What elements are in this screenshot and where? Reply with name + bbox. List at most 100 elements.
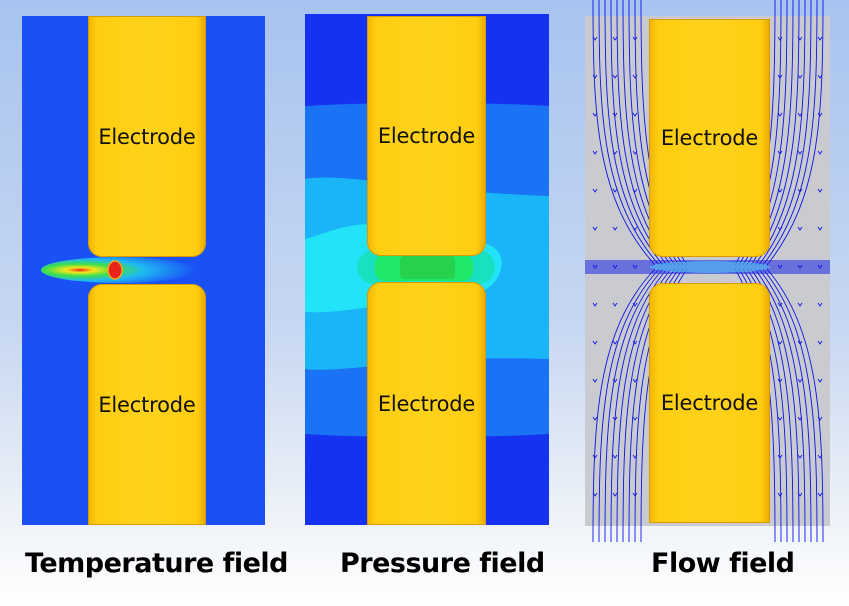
flow-arrowhead: [632, 36, 638, 41]
flow-arrowhead: [632, 378, 638, 383]
flow-streamline: [754, 0, 806, 266]
flow-arrowhead: [592, 302, 598, 307]
flow-arrowhead: [817, 416, 823, 421]
flow-arrowhead: [632, 188, 638, 193]
flow-arrowhead: [797, 378, 803, 383]
hot-spot-core: [107, 260, 123, 280]
flow-streamline: [758, 268, 812, 542]
flow-arrowhead: [612, 264, 618, 269]
pressure-peak: [400, 256, 455, 279]
caption-pressure-field: Pressure field: [340, 548, 545, 579]
flow-arrowhead: [817, 340, 823, 345]
flow-streamline: [762, 268, 818, 542]
flow-arrowhead: [817, 188, 823, 193]
flow-arrowhead: [592, 74, 598, 79]
flow-streamline: [592, 0, 656, 266]
flow-arrowhead: [632, 454, 638, 459]
flow-arrowhead: [612, 188, 618, 193]
flow-streamline: [758, 0, 812, 266]
flow-arrowhead: [612, 340, 618, 345]
flow-arrowhead: [777, 150, 783, 155]
flow-arrowhead: [777, 340, 783, 345]
flow-arrowhead: [592, 36, 598, 41]
flow-arrowhead: [632, 112, 638, 117]
flow-arrowhead: [817, 36, 823, 41]
flow-arrowhead: [777, 264, 783, 269]
flow-arrowhead: [777, 74, 783, 79]
flow-arrowhead: [797, 36, 803, 41]
electrode-bottom: Electrode: [367, 282, 486, 525]
flow-arrowhead: [612, 302, 618, 307]
flow-arrowhead: [777, 378, 783, 383]
electrode-top: Electrode: [649, 19, 770, 257]
flow-arrowhead: [632, 340, 638, 345]
flow-arrowhead: [797, 454, 803, 459]
electrode-bottom: Electrode: [88, 284, 206, 525]
flow-arrowhead: [777, 416, 783, 421]
flow-arrowhead: [817, 226, 823, 231]
flow-streamline: [754, 268, 806, 542]
flow-arrowhead: [612, 378, 618, 383]
flow-arrowhead: [777, 36, 783, 41]
flow-arrowhead: [817, 378, 823, 383]
flow-arrowhead: [817, 112, 823, 117]
electrode-bottom: Electrode: [649, 283, 770, 523]
electrode-top: Electrode: [88, 16, 206, 257]
flow-arrowhead: [612, 74, 618, 79]
flow-streamline: [762, 0, 818, 266]
electrode-label: Electrode: [377, 391, 476, 416]
flow-arrowhead: [797, 340, 803, 345]
flow-arrowhead: [612, 36, 618, 41]
pressure-field-panel: Electrode Electrode: [305, 14, 549, 525]
caption-flow-field: Flow field: [651, 548, 795, 579]
flow-field-panel: Electrode Electrode: [585, 0, 830, 542]
flow-streamline: [592, 268, 656, 542]
flow-arrowhead: [632, 492, 638, 497]
flow-arrowhead: [797, 150, 803, 155]
flow-streamline: [598, 0, 660, 266]
flow-arrowhead: [797, 416, 803, 421]
flow-arrowhead: [612, 226, 618, 231]
flow-arrowhead: [592, 112, 598, 117]
caption-temperature-field: Temperature field: [25, 548, 289, 579]
flow-arrowhead: [592, 226, 598, 231]
flow-arrowhead: [632, 264, 638, 269]
flow-arrowhead: [592, 454, 598, 459]
flow-arrowhead: [817, 454, 823, 459]
flow-arrowhead: [797, 302, 803, 307]
flow-arrowhead: [612, 150, 618, 155]
flow-arrowhead: [592, 378, 598, 383]
flow-arrowhead: [817, 150, 823, 155]
flow-arrowhead: [777, 188, 783, 193]
flow-arrowhead: [797, 264, 803, 269]
flow-arrowhead: [612, 454, 618, 459]
flow-arrowhead: [777, 226, 783, 231]
flow-arrowhead: [797, 226, 803, 231]
flow-arrowhead: [797, 492, 803, 497]
flow-streamline: [766, 268, 824, 542]
flow-arrowhead: [592, 492, 598, 497]
flow-arrowhead: [592, 264, 598, 269]
flow-arrowhead: [592, 150, 598, 155]
temperature-field-panel: Electrode Electrode: [22, 16, 265, 525]
electrode-label: Electrode: [660, 391, 759, 415]
flow-arrowhead: [612, 112, 618, 117]
electrode-label: Electrode: [98, 392, 196, 417]
flow-arrowhead: [632, 226, 638, 231]
flow-streamline: [604, 0, 664, 266]
flow-arrowhead: [817, 264, 823, 269]
flow-arrowhead: [777, 454, 783, 459]
flow-arrowhead: [592, 188, 598, 193]
flow-streamline: [604, 268, 664, 542]
flow-arrowhead: [592, 416, 598, 421]
flow-arrowhead: [797, 112, 803, 117]
flow-streamline: [766, 0, 824, 266]
electrode-label: Electrode: [377, 124, 476, 148]
flow-arrowhead: [817, 492, 823, 497]
electrode-top: Electrode: [367, 16, 486, 256]
flow-arrowhead: [632, 74, 638, 79]
flow-arrowhead: [777, 302, 783, 307]
flow-arrowhead: [592, 340, 598, 345]
electrode-label: Electrode: [98, 124, 196, 149]
flow-arrowhead: [797, 188, 803, 193]
